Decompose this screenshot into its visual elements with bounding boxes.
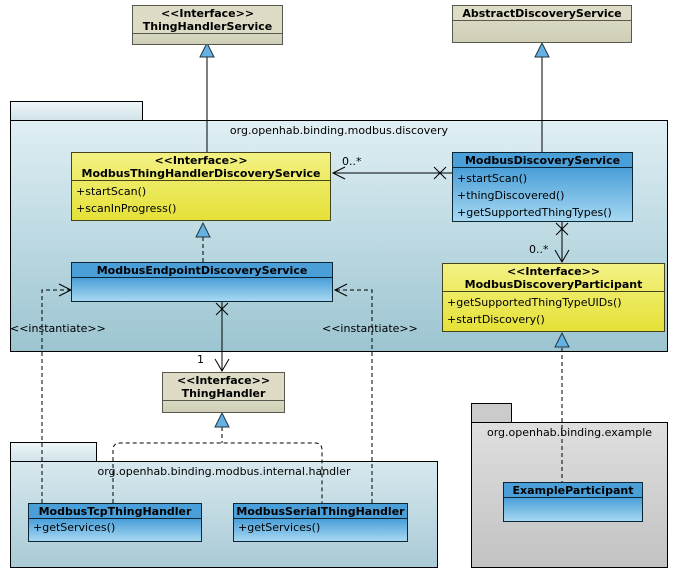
package-example-title: org.openhab.binding.example — [486, 426, 653, 439]
class-name: ModbusThingHandlerDiscoveryService — [81, 167, 321, 180]
stereotype-label: <<Interface>> — [154, 154, 248, 167]
method: +thingDiscovered() — [457, 189, 565, 202]
class-name: ModbusDiscoveryService — [464, 154, 621, 167]
class-example-participant: ExampleParticipant — [503, 482, 643, 522]
class-name: ThingHandler — [181, 387, 266, 400]
class-name: ModbusDiscoveryParticipant — [464, 278, 643, 291]
interface-modbus-thing-handler-discovery-service: <<Interface>> ModbusThingHandlerDiscover… — [71, 152, 331, 221]
method: +startDiscovery() — [447, 313, 545, 326]
class-name: ModbusTcpThingHandler — [38, 505, 192, 518]
class-name: ModbusEndpointDiscoveryService — [96, 264, 308, 277]
package-tab-handler — [10, 442, 97, 462]
multiplicity-label: 0..* — [342, 155, 362, 168]
class-thing-handler-service: <<Interface>> ThingHandlerService — [132, 5, 283, 45]
method: +getServices() — [238, 521, 321, 534]
multiplicity-label: 1 — [197, 353, 204, 366]
package-tab-example — [471, 403, 512, 423]
instantiate-label: <<instantiate>> — [10, 322, 106, 335]
class-modbus-endpoint-discovery-service: ModbusEndpointDiscoveryService — [71, 262, 333, 302]
method: +startScan() — [76, 185, 147, 198]
package-tab-discovery — [10, 101, 143, 121]
package-discovery-title: org.openhab.binding.modbus.discovery — [229, 124, 449, 137]
class-modbus-discovery-service: ModbusDiscoveryService +startScan() +thi… — [452, 152, 633, 222]
method: +scanInProgress() — [76, 202, 177, 215]
package-handler-title: org.openhab.binding.modbus.internal.hand… — [97, 465, 351, 478]
stereotype-label: <<Interface>> — [160, 7, 255, 20]
method: +getServices() — [33, 521, 116, 534]
method: +getSupportedThingTypeUIDs() — [447, 296, 622, 309]
class-thing-handler: <<Interface>> ThingHandler — [162, 372, 285, 413]
generalization-triangle — [199, 41, 215, 58]
class-modbus-tcp-thing-handler: ModbusTcpThingHandler +getServices() — [28, 503, 202, 542]
method: +startScan() — [457, 172, 528, 185]
empty-compartment — [72, 278, 332, 301]
empty-compartment — [453, 21, 631, 42]
class-name: ThingHandlerService — [142, 20, 273, 33]
interface-modbus-discovery-participant: <<Interface>> ModbusDiscoveryParticipant… — [442, 263, 665, 332]
class-name: ExampleParticipant — [512, 484, 634, 497]
class-name: AbstractDiscoveryService — [462, 7, 622, 20]
class-name: ModbusSerialThingHandler — [236, 505, 405, 518]
empty-compartment — [504, 498, 642, 521]
class-abstract-discovery-service: AbstractDiscoveryService — [452, 5, 632, 43]
instantiate-label: <<instantiate>> — [322, 322, 418, 335]
stereotype-label: <<Interface>> — [506, 265, 601, 278]
class-modbus-serial-thing-handler: ModbusSerialThingHandler +getServices() — [233, 503, 408, 542]
stereotype-label: <<Interface>> — [176, 374, 271, 387]
realization-triangle — [214, 411, 230, 428]
empty-compartment — [133, 34, 282, 44]
generalization-triangle — [534, 41, 550, 58]
empty-compartment — [163, 401, 284, 412]
multiplicity-label: 0..* — [529, 243, 549, 256]
method: +getSupportedThingTypes() — [457, 206, 612, 219]
